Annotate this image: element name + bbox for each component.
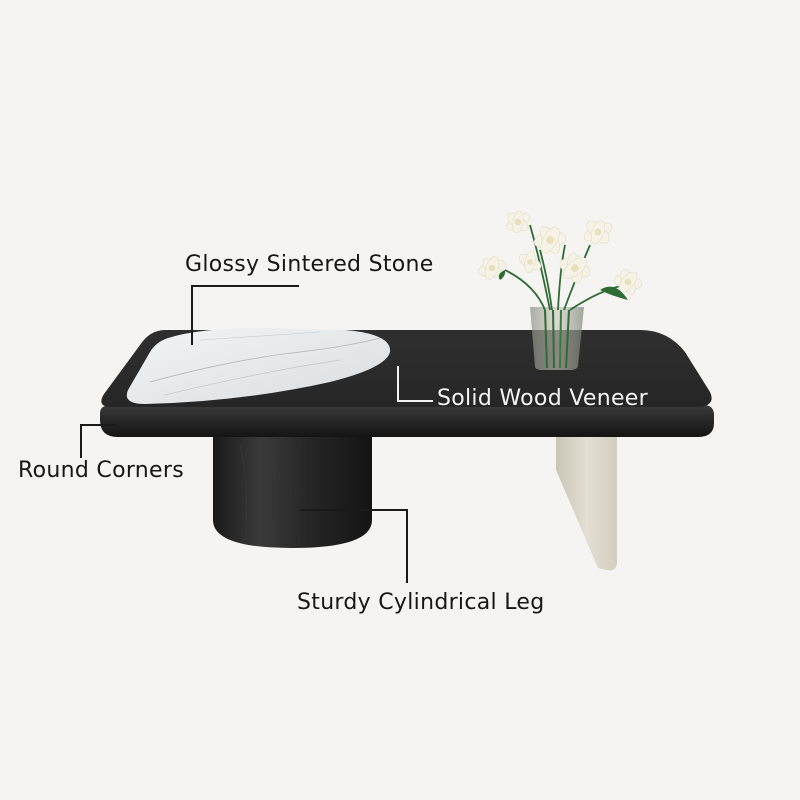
stone-inlay [126,328,391,404]
label-solid-wood-veneer: Solid Wood Veneer [437,386,648,411]
lily-leaves [498,270,628,300]
label-round-corners: Round Corners [18,458,184,483]
panel-leg [556,437,617,571]
leader-line-corners-horizontal [80,424,116,426]
leader-line-stone-horizontal [191,285,299,287]
leader-line-veneer-vertical [397,366,399,402]
vase [530,307,584,370]
lily-flowers [478,210,643,295]
label-sturdy-cylindrical-leg: Sturdy Cylindrical Leg [297,590,545,615]
leader-line-veneer-horizontal [397,400,433,402]
leader-line-leg-vertical [406,509,408,583]
leader-line-stone-vertical [191,285,193,345]
leader-line-corners-vertical [80,424,82,458]
cylindrical-leg [213,434,372,548]
label-glossy-sintered-stone: Glossy Sintered Stone [185,252,434,277]
leader-line-leg-horizontal [300,509,408,511]
